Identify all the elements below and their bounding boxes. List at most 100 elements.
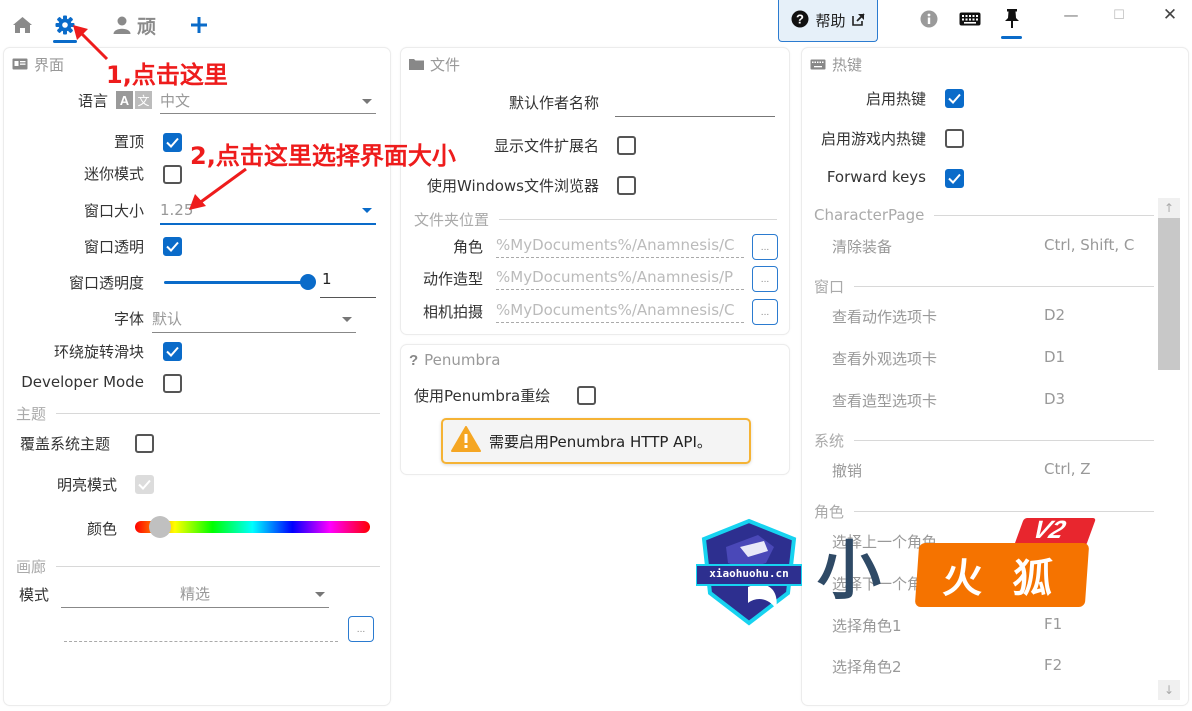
folder-path-field[interactable]: %MyDocuments%/Anamnesis/P — [496, 266, 744, 290]
keyboard-icon — [810, 56, 826, 74]
minimize-button[interactable]: — — [1056, 4, 1086, 26]
penumbra-redraw-checkbox[interactable] — [577, 386, 596, 405]
override-theme-checkbox[interactable] — [135, 434, 154, 453]
developer-mode-checkbox[interactable] — [163, 374, 182, 393]
window-transparent-checkbox[interactable] — [163, 237, 182, 256]
ellipsis-icon: ... — [760, 308, 770, 318]
forward-keys-checkbox[interactable] — [945, 169, 964, 188]
watermark-brand-small: 小 — [817, 534, 881, 609]
tab-add[interactable] — [190, 10, 208, 40]
enable-ingame-checkbox[interactable] — [945, 129, 964, 148]
maximize-button[interactable]: ☐ — [1104, 4, 1134, 26]
tab-home[interactable] — [12, 10, 33, 40]
penumbra-panel: ? Penumbra 使用Penumbra重绘 需要启用Penumbra HTT… — [400, 344, 790, 475]
gallery-mode-select[interactable]: 精选 — [61, 580, 329, 608]
folder-label: 角色 — [452, 238, 483, 256]
light-mode-label: 明亮模式 — [56, 476, 117, 494]
svg-text:文: 文 — [137, 93, 149, 108]
folder-browse-button[interactable]: ... — [752, 266, 778, 292]
minimize-icon: — — [1063, 6, 1079, 24]
check-icon — [948, 173, 961, 184]
slider-thumb[interactable] — [300, 274, 316, 290]
font-value: 默认 — [152, 310, 183, 328]
divider — [854, 286, 1154, 287]
color-row: 颜色 — [4, 518, 117, 539]
window-opacity-input[interactable]: 1 — [320, 270, 376, 298]
theme-section-header: 主题 — [16, 403, 380, 424]
developer-mode-label: Developer Mode — [21, 373, 144, 391]
keyboard-button[interactable] — [958, 10, 982, 32]
maximize-icon: ☐ — [1113, 7, 1125, 23]
folder-browse-button[interactable]: ... — [752, 234, 778, 260]
penumbra-panel-title-text: Penumbra — [424, 351, 501, 369]
slider-thumb[interactable] — [149, 516, 172, 538]
tab-character[interactable]: 顽 — [113, 10, 156, 40]
window-opacity-label: 窗口透明度 — [68, 274, 144, 292]
language-label: 语言 — [77, 92, 108, 110]
default-author-input[interactable] — [615, 90, 775, 117]
annotation-arrow-2 — [189, 167, 247, 210]
wrap-sliders-checkbox[interactable] — [163, 342, 182, 361]
wrap-sliders-row: 环绕旋转滑块 — [4, 341, 144, 362]
scrollbar-thumb[interactable] — [1158, 218, 1180, 370]
windows-browser-checkbox[interactable] — [617, 176, 636, 195]
divider — [854, 511, 1154, 512]
folder-browse-button[interactable]: ... — [752, 299, 778, 325]
hotkey-key[interactable]: F2 — [1044, 656, 1063, 674]
show-extensions-row: 显示文件扩展名 — [401, 135, 599, 156]
color-hue-slider[interactable] — [135, 516, 370, 538]
window-size-select[interactable]: 1.25 — [160, 197, 376, 225]
gallery-mode-row: 模式 — [19, 584, 49, 605]
folder-path-field[interactable]: %MyDocuments%/Anamnesis/C — [496, 234, 744, 258]
hotkey-action: 清除装备 — [832, 238, 893, 256]
hotkey-key[interactable]: D2 — [1044, 306, 1066, 324]
close-button[interactable]: ✕ — [1155, 4, 1185, 26]
penumbra-panel-title: ? Penumbra — [409, 351, 500, 369]
folder-path-value: %MyDocuments%/Anamnesis/P — [496, 268, 734, 286]
always-on-top-checkbox[interactable] — [163, 133, 182, 152]
files-panel: 文件 默认作者名称 显示文件扩展名 使用Windows文件浏览器 文件夹位置 角… — [400, 47, 790, 335]
font-select[interactable]: 默认 — [152, 305, 356, 333]
hotkey-key[interactable]: Ctrl, Z — [1044, 460, 1091, 478]
folder-row: 相机拍摄 — [401, 301, 483, 322]
folder-path-field[interactable]: %MyDocuments%/Anamnesis/C — [496, 299, 744, 323]
hotkey-group-header: 窗口 — [814, 276, 1154, 297]
window-transparent-label: 窗口透明 — [83, 238, 144, 256]
language-select[interactable]: 中文 — [160, 88, 376, 114]
light-mode-checkbox[interactable] — [135, 475, 154, 494]
mini-mode-checkbox[interactable] — [163, 165, 182, 184]
window-opacity-value: 1 — [322, 270, 332, 288]
pin-icon — [1004, 9, 1020, 33]
hotkey-key[interactable]: D1 — [1044, 348, 1066, 366]
folder-section-label: 文件夹位置 — [414, 211, 490, 229]
hotkey-key[interactable]: D3 — [1044, 390, 1066, 408]
ellipsis-icon: ... — [356, 625, 366, 635]
hotkey-group-header: 角色 — [814, 501, 1154, 522]
window-opacity-slider[interactable] — [164, 274, 316, 290]
pin-active-indicator — [1001, 36, 1022, 39]
window-opacity-row: 窗口透明度 — [4, 272, 144, 293]
show-extensions-checkbox[interactable] — [617, 136, 636, 155]
check-icon — [166, 346, 179, 357]
windows-browser-row: 使用Windows文件浏览器 — [401, 175, 599, 196]
slider-fill — [164, 281, 308, 284]
folder-path-value: %MyDocuments%/Anamnesis/C — [496, 236, 735, 254]
help-button[interactable]: ? 帮助 — [778, 0, 878, 42]
scroll-up-button[interactable]: ↑ — [1158, 198, 1180, 218]
hotkey-key[interactable]: F1 — [1044, 615, 1063, 633]
penumbra-redraw-row: 使用Penumbra重绘 — [414, 385, 550, 406]
pin-button[interactable] — [1003, 9, 1021, 33]
hotkey-scrollbar[interactable]: ↑ ↓ — [1158, 198, 1180, 700]
enable-hotkeys-checkbox[interactable] — [945, 89, 964, 108]
gallery-path-field[interactable] — [64, 618, 338, 642]
scroll-down-button[interactable]: ↓ — [1158, 680, 1180, 700]
chevron-down-icon — [342, 316, 352, 322]
info-button[interactable] — [919, 10, 939, 32]
gallery-browse-button[interactable]: ... — [348, 616, 374, 642]
hotkey-key[interactable]: Ctrl, Shift, C — [1044, 236, 1135, 254]
divider — [499, 219, 777, 220]
language-value: 中文 — [160, 92, 191, 110]
tab-settings[interactable] — [53, 10, 77, 43]
folder-section-header: 文件夹位置 — [414, 209, 777, 230]
